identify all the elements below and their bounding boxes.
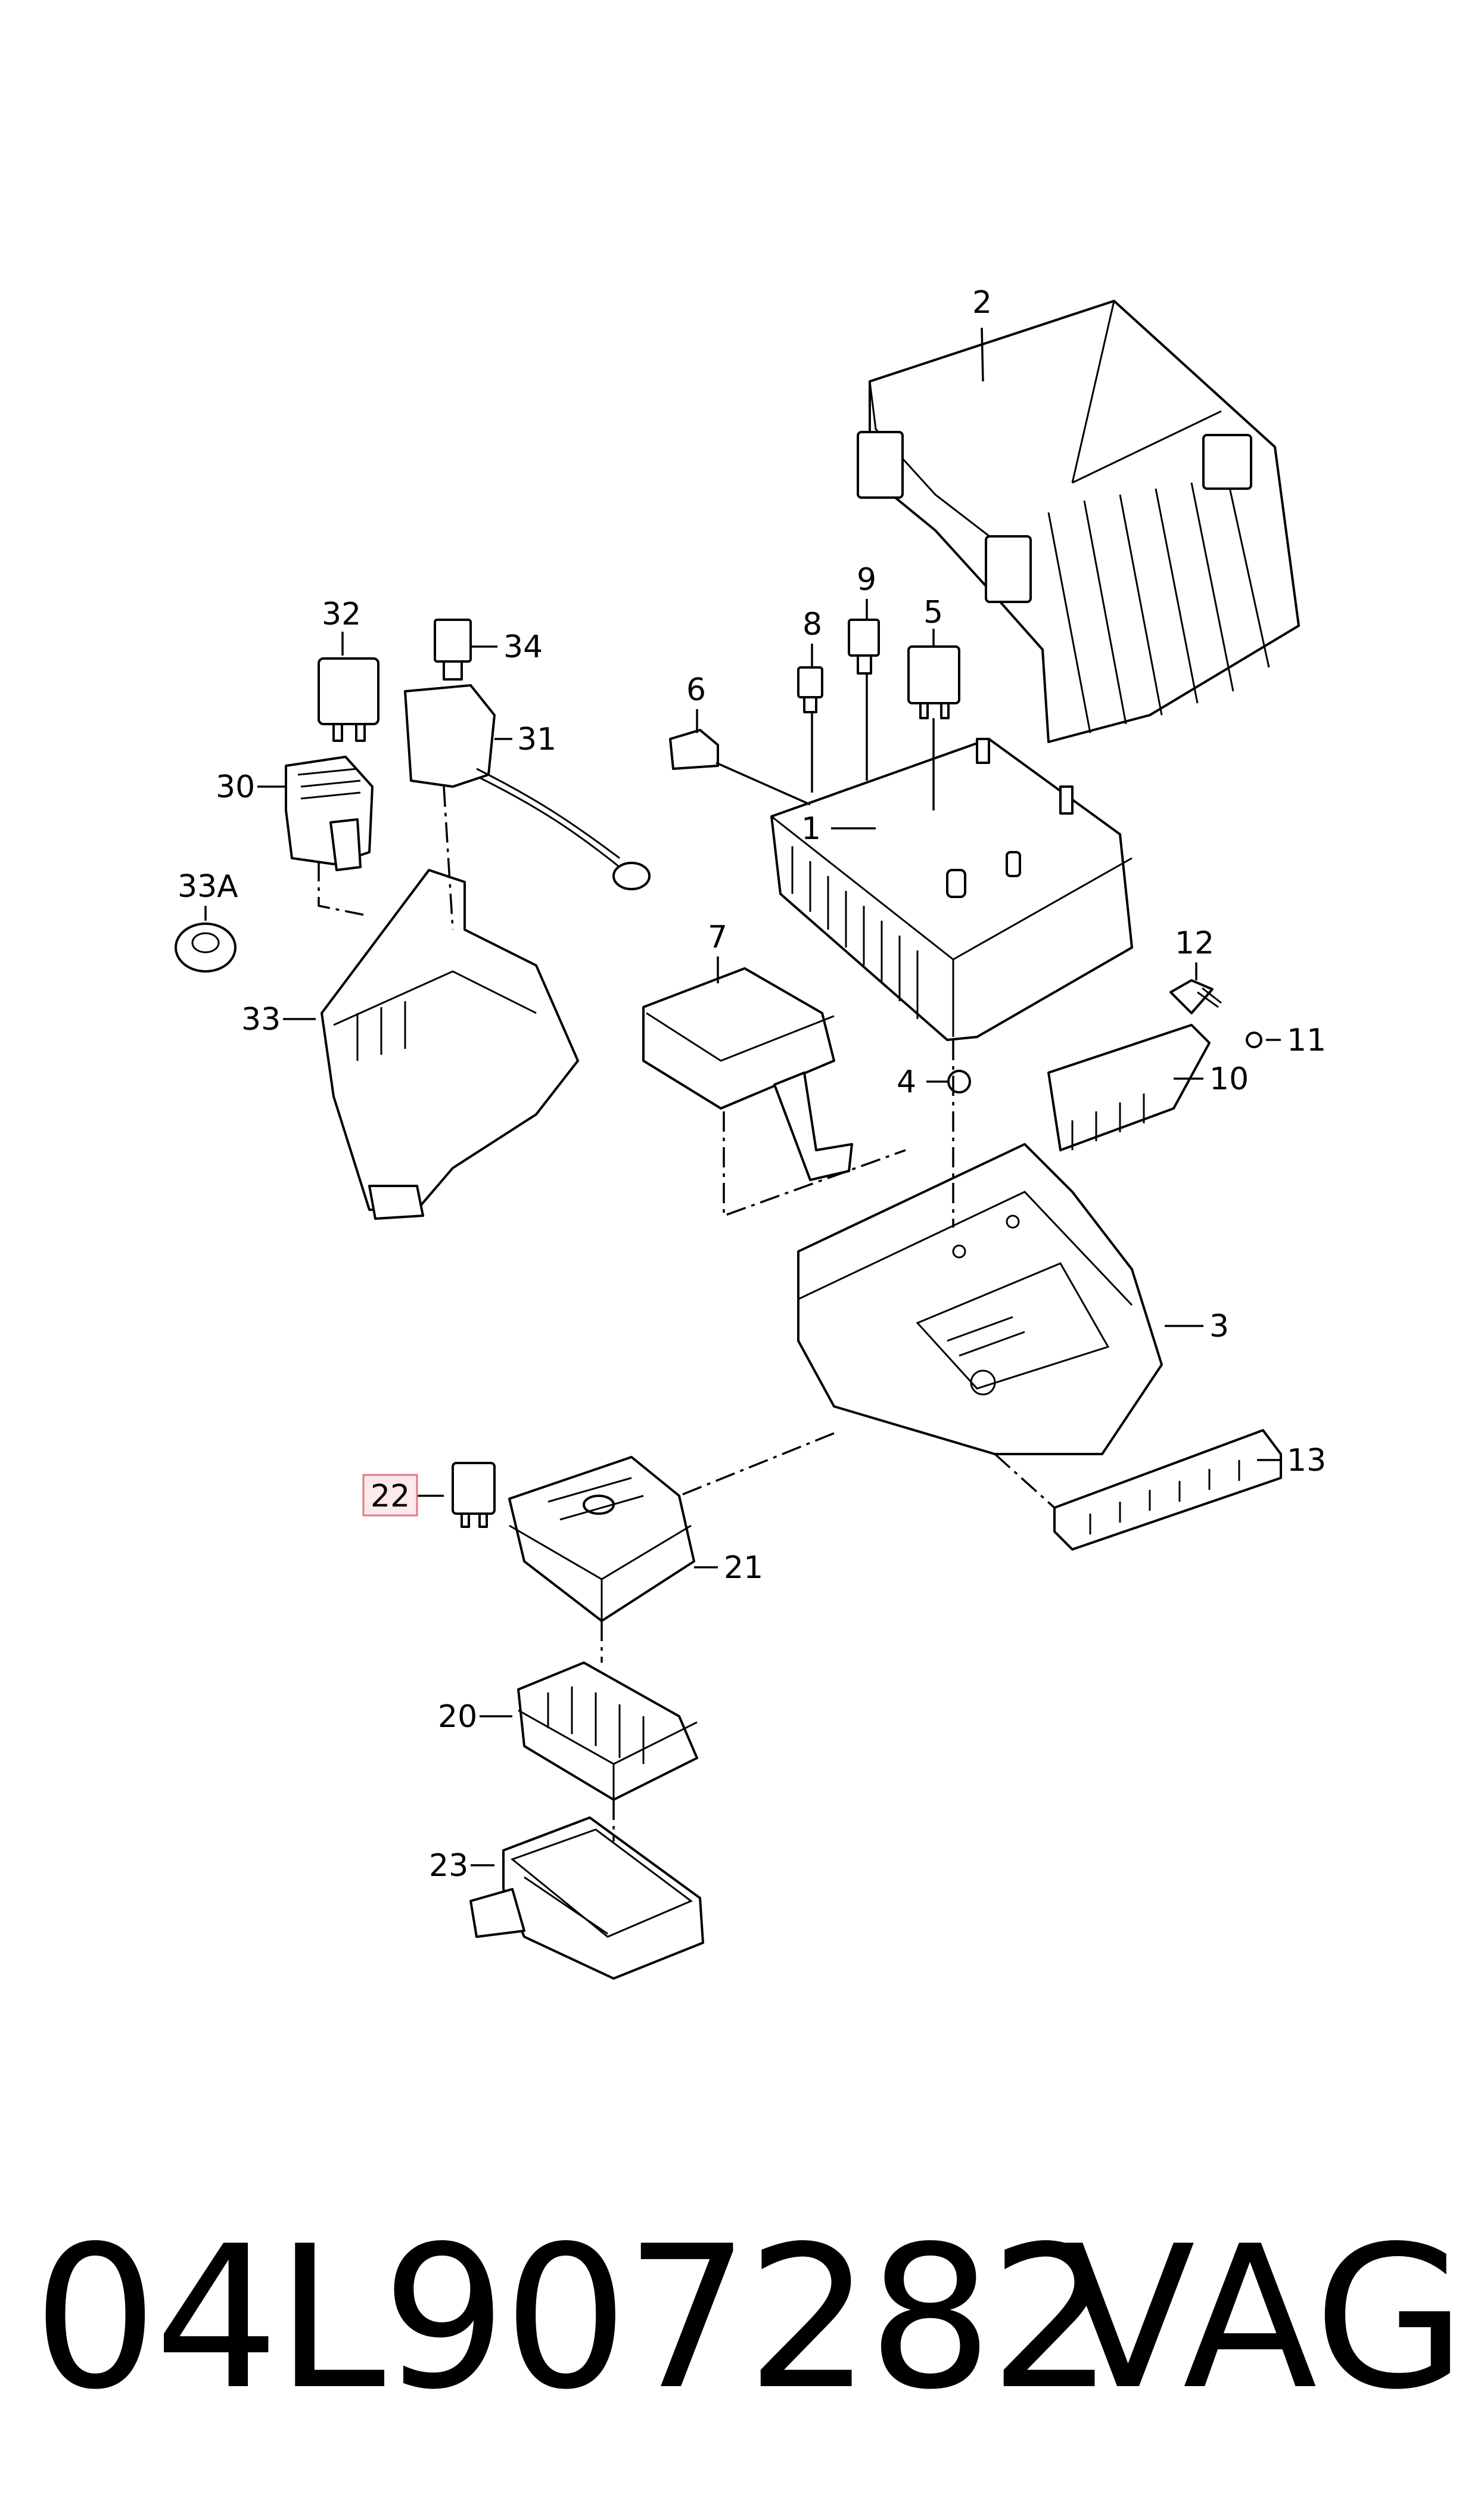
part-33-bracket — [321, 869, 579, 1220]
callout-22: 22 — [371, 1479, 410, 1514]
callout-30: 30 — [216, 769, 255, 805]
callout-12: 12 — [1175, 925, 1214, 961]
assembly-line-3-7 — [723, 1111, 906, 1217]
callout-9: 9 — [857, 562, 876, 598]
part-21-relay-carrier — [508, 1456, 695, 1622]
callout-31: 31 — [517, 722, 556, 757]
callout-13: 13 — [1287, 1443, 1326, 1479]
part-23-housing — [469, 1816, 704, 1980]
part-32-relay — [318, 657, 379, 742]
part-5-relay — [907, 645, 960, 719]
exploded-parts-diagram: 2 1 3 4 5 6 7 8 9 10 11 12 13 20 21 22 2… — [175, 285, 1326, 1980]
part-number: 04L907282 — [33, 2204, 1115, 2433]
assembly-line-3-13 — [994, 1453, 1056, 1509]
part-6-clip — [669, 729, 719, 770]
part-13-strip — [1053, 1429, 1282, 1551]
part-33a-grommet — [175, 923, 237, 973]
part-2-cover — [857, 300, 1300, 743]
part-34-fuse — [434, 619, 472, 681]
part-20-relay-holder — [517, 1661, 698, 1801]
part-8-fuse — [797, 666, 823, 713]
part-7-cover — [642, 967, 853, 1181]
part-30-connector — [285, 756, 374, 871]
callout-6: 6 — [686, 672, 706, 708]
callout-8: 8 — [802, 607, 822, 642]
part-9-fuse — [848, 619, 880, 675]
highlight-box-22 — [362, 1474, 418, 1517]
callout-33a: 33A — [178, 869, 238, 905]
callout-3: 3 — [1209, 1309, 1229, 1344]
part-12-bolt — [1169, 979, 1222, 1014]
callout-7: 7 — [708, 920, 727, 955]
callout-23: 23 — [429, 1848, 468, 1884]
callout-1: 1 — [801, 811, 821, 847]
part-31-cable — [404, 684, 651, 890]
part-10-terminal-strip — [1047, 1024, 1211, 1151]
callout-2: 2 — [972, 285, 992, 321]
brand-name: VAG — [1060, 2204, 1466, 2433]
callout-10: 10 — [1209, 1061, 1249, 1097]
callout-32: 32 — [322, 597, 361, 632]
part-3-bracket — [797, 1143, 1163, 1455]
footer: 04L907282 VAG — [0, 2205, 1484, 2431]
callout-20: 20 — [438, 1699, 477, 1735]
callout-33: 33 — [241, 1002, 281, 1038]
callout-4: 4 — [897, 1064, 916, 1100]
callout-21: 21 — [724, 1550, 763, 1586]
part-22-relay — [452, 1462, 496, 1528]
assembly-line-3-21 — [679, 1432, 835, 1497]
callout-5: 5 — [923, 595, 943, 630]
callout-11: 11 — [1287, 1023, 1326, 1058]
part-1-fuse-carrier — [770, 738, 1133, 1041]
part-4-nut — [947, 1070, 971, 1094]
assembly-line-33-30 — [318, 861, 364, 916]
part-11-nut — [1246, 1032, 1262, 1048]
callout-34: 34 — [503, 629, 543, 665]
assembly-line-33-31 — [443, 786, 454, 930]
